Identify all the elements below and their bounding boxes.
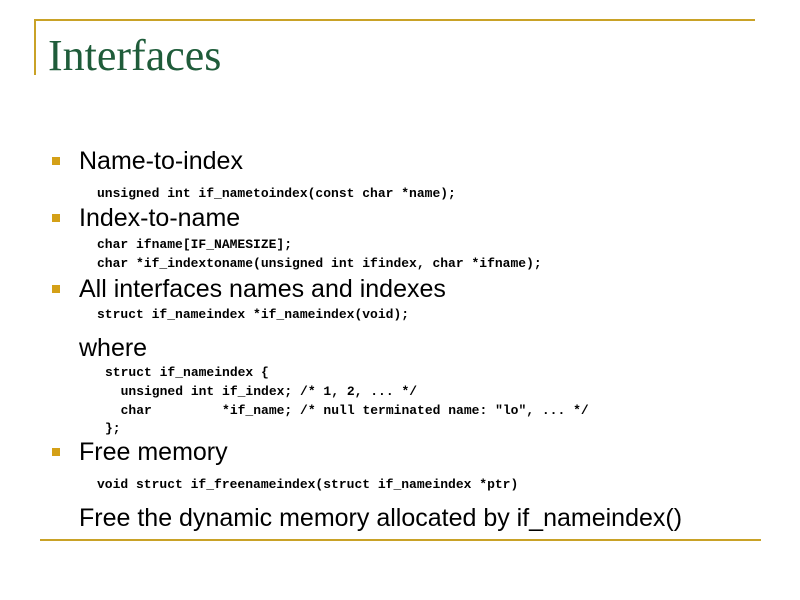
bullet-marker (52, 285, 60, 293)
bullet-marker (52, 214, 60, 222)
code-if-indextoname: char *if_indextoname(unsigned int ifinde… (97, 256, 542, 271)
top-rule (34, 19, 755, 21)
bullet-marker (52, 448, 60, 456)
heading-name-to-index: Name-to-index (79, 147, 243, 175)
code-if-nametoindex: unsigned int if_nametoindex(const char *… (97, 186, 456, 201)
code-if-nameindex: struct if_nameindex *if_nameindex(void); (97, 307, 410, 322)
code-struct-if-name: char *if_name; /* null terminated name: … (105, 403, 589, 418)
heading-free-memory: Free memory (79, 438, 228, 466)
bottom-rule (40, 539, 761, 541)
code-struct-close: }; (105, 421, 121, 436)
bullet-marker (52, 157, 60, 165)
heading-index-to-name: Index-to-name (79, 204, 241, 232)
slide-title: Interfaces (48, 31, 222, 80)
code-ifname-decl: char ifname[IF_NAMESIZE]; (97, 237, 293, 252)
code-if-freenameindex: void struct if_freenameindex(struct if_n… (97, 477, 519, 492)
where-label: where (79, 334, 148, 362)
code-struct-if-index: unsigned int if_index; /* 1, 2, ... */ (105, 384, 418, 399)
left-rule (34, 19, 36, 75)
heading-all-interfaces: All interfaces names and indexes (79, 275, 446, 303)
code-struct-open: struct if_nameindex { (105, 365, 269, 380)
free-memory-note: Free the dynamic memory allocated by if_… (79, 504, 683, 532)
